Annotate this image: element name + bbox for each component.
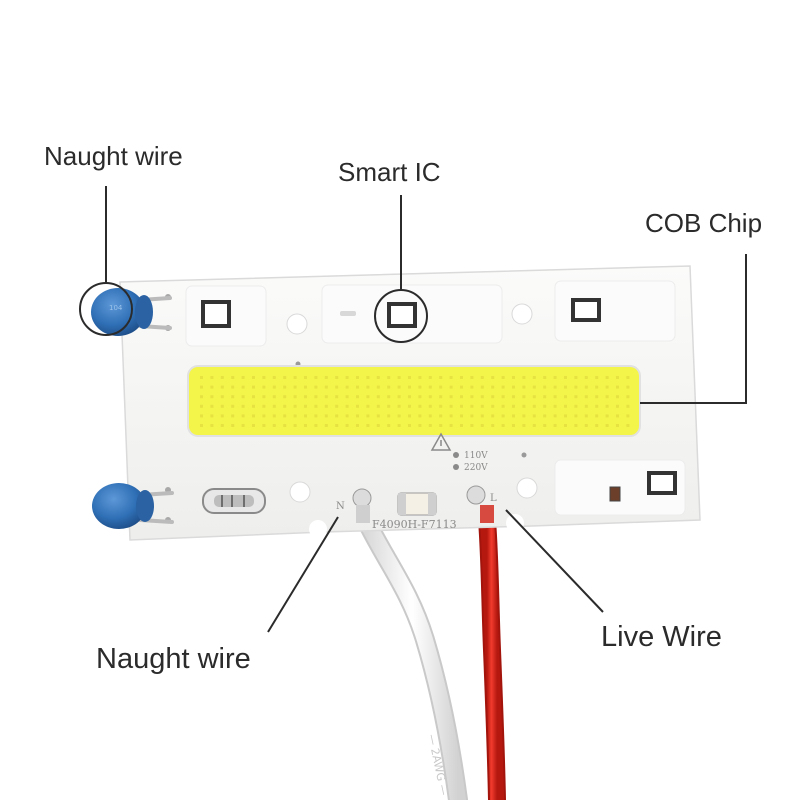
mounting-hole <box>511 303 533 325</box>
model-marking: F4090H-F7113 <box>372 518 457 531</box>
pad-l-label: L <box>490 493 497 504</box>
label-naught-wire-bottom: Naught wire <box>96 643 251 675</box>
marking-110v: 110V <box>464 451 488 461</box>
label-cob-chip: COB Chip <box>645 208 763 238</box>
mounting-hole <box>289 481 311 503</box>
callout-line-live-wire <box>505 509 604 613</box>
pad-n <box>352 488 372 508</box>
pad-l <box>466 485 486 505</box>
cob-led-dots <box>200 376 630 427</box>
resistor <box>202 488 266 514</box>
fuse <box>397 492 437 516</box>
pad-n-label: N <box>336 501 345 512</box>
callout-line-cob-chip <box>640 254 747 404</box>
mounting-hole <box>286 313 308 335</box>
mounting-hole <box>516 477 538 499</box>
smart-ic-chip <box>387 302 417 328</box>
cob-chip <box>187 365 641 437</box>
label-naught-wire-top: Naught wire <box>44 141 183 171</box>
callout-line-naught-bottom <box>267 516 339 633</box>
marking-220v: 220V <box>464 463 488 473</box>
label-smart-ic: Smart IC <box>338 157 441 187</box>
capacitor-marking: 104 <box>109 304 123 312</box>
smd-chip <box>201 300 231 328</box>
smd-chip <box>647 471 677 495</box>
capacitor-top: 104 <box>91 288 172 336</box>
smd-chip <box>571 298 601 322</box>
capacitor-bottom <box>92 483 174 529</box>
label-live-wire: Live Wire <box>601 621 722 653</box>
warning-icon <box>430 432 452 451</box>
